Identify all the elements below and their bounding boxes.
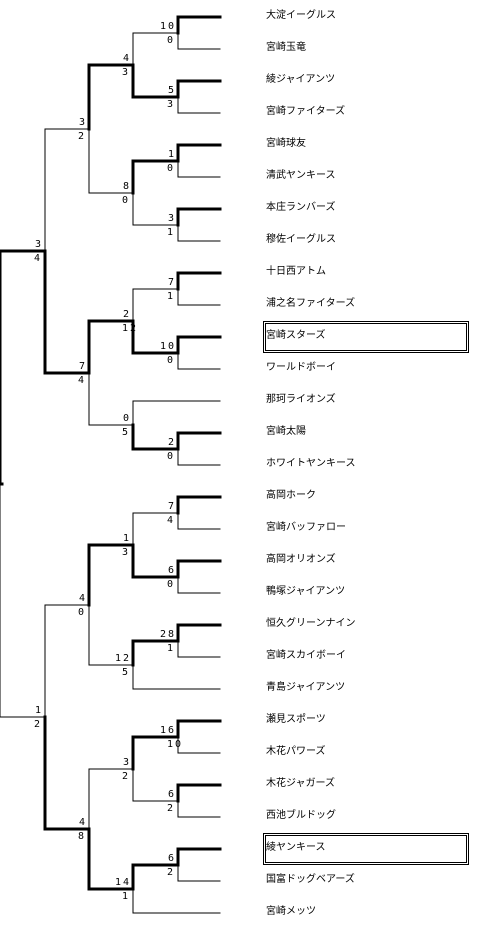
team-name: 宮崎玉竜 <box>266 42 306 53</box>
score-top: 6 <box>167 565 176 576</box>
score-top: 4 <box>122 53 131 64</box>
score-bottom: 4 <box>167 515 176 526</box>
score-top: 1 <box>34 705 43 716</box>
team-name: 青島ジャイアンツ <box>266 682 346 693</box>
score-bottom: 2 <box>122 771 131 782</box>
score-bottom: 2 <box>167 803 176 814</box>
score-bottom: 3 <box>167 99 176 110</box>
score-bottom: 1 <box>122 891 131 902</box>
score-bottom: 3 <box>122 67 131 78</box>
team-name: 鴨塚ジャイアンツ <box>266 586 346 597</box>
score-bottom: 4 <box>78 375 87 386</box>
team-name: 綾ジャイアンツ <box>266 74 336 85</box>
team-name: 木花ジャガーズ <box>266 778 335 789</box>
score-top: 1 <box>122 533 131 544</box>
score-top: 3 <box>34 239 43 250</box>
team-name: ホワイトヤンキース <box>266 458 356 469</box>
score-bottom: 2 <box>78 131 87 142</box>
score-bottom: 0 <box>122 195 131 206</box>
score-bottom: 0 <box>78 607 87 618</box>
team-name: 宮崎太陽 <box>266 426 306 437</box>
score-bottom: 1 <box>167 643 176 654</box>
team-name: 高岡ホーク <box>266 490 316 501</box>
score-top: 3 <box>122 757 131 768</box>
score-top: 10 <box>159 21 176 32</box>
score-bottom: 8 <box>78 831 87 842</box>
score-top: 3 <box>78 117 87 128</box>
score-top: 7 <box>78 361 87 372</box>
score-bottom: 3 <box>122 547 131 558</box>
score-bottom: 2 <box>34 719 43 730</box>
score-top: 12 <box>114 653 131 664</box>
team-name: 西池ブルドッグ <box>266 810 336 821</box>
score-top: 16 <box>159 725 176 736</box>
score-top: 0 <box>122 413 131 424</box>
score-bottom: 10 <box>167 739 184 750</box>
score-bottom: 0 <box>167 355 176 366</box>
score-bottom: 1 <box>167 227 176 238</box>
team-name: 木花パワーズ <box>266 746 326 757</box>
team-name: 宮崎ファイターズ <box>266 106 346 117</box>
team-name: 宮崎スターズ <box>266 330 326 341</box>
score-bottom: 0 <box>167 163 176 174</box>
team-name: 綾ヤンキース <box>266 842 326 853</box>
score-bottom: 5 <box>122 667 131 678</box>
score-top: 7 <box>167 501 176 512</box>
team-name: 本庄ランバーズ <box>266 202 336 213</box>
score-top: 14 <box>114 877 131 888</box>
score-top: 4 <box>78 817 87 828</box>
team-name: 高岡オリオンズ <box>266 554 336 565</box>
team-name: 那珂ライオンズ <box>266 394 336 405</box>
team-name: 浦之名ファイターズ <box>266 298 356 309</box>
team-name: 穆佐イーグルス <box>266 234 336 245</box>
score-top: 2 <box>167 437 176 448</box>
highlighted-team-box <box>263 321 469 353</box>
score-bottom: 12 <box>122 323 139 334</box>
score-bottom: 4 <box>34 253 43 264</box>
score-bottom: 5 <box>122 427 131 438</box>
score-top: 2 <box>122 309 131 320</box>
score-bottom: 0 <box>167 35 176 46</box>
team-name: 宮崎バッファロー <box>266 522 346 533</box>
team-name: ワールドボーイ <box>266 362 336 373</box>
team-name: 宮崎スカイボーイ <box>266 650 346 661</box>
team-name: 十日西アトム <box>266 266 326 277</box>
score-bottom: 2 <box>167 867 176 878</box>
score-top: 3 <box>167 213 176 224</box>
score-top: 8 <box>122 181 131 192</box>
score-top: 10 <box>159 341 176 352</box>
team-name: 瀬見スポーツ <box>266 714 326 725</box>
team-name: 宮崎球友 <box>266 138 306 149</box>
score-top: 28 <box>159 629 176 640</box>
highlighted-team-box <box>263 833 469 865</box>
score-top: 7 <box>167 277 176 288</box>
team-name: 大淀イーグルス <box>266 10 336 21</box>
score-top: 4 <box>78 593 87 604</box>
team-name: 宮崎メッツ <box>266 906 316 917</box>
team-name: 清武ヤンキース <box>266 170 336 181</box>
score-top: 5 <box>167 85 176 96</box>
score-bottom: 0 <box>167 451 176 462</box>
score-bottom: 1 <box>167 291 176 302</box>
score-top: 1 <box>167 149 176 160</box>
score-top: 6 <box>167 789 176 800</box>
score-bottom: 0 <box>167 579 176 590</box>
team-name: 国富ドッグベアーズ <box>266 874 355 885</box>
score-top: 6 <box>167 853 176 864</box>
team-name: 恒久グリーンナイン <box>266 618 356 629</box>
